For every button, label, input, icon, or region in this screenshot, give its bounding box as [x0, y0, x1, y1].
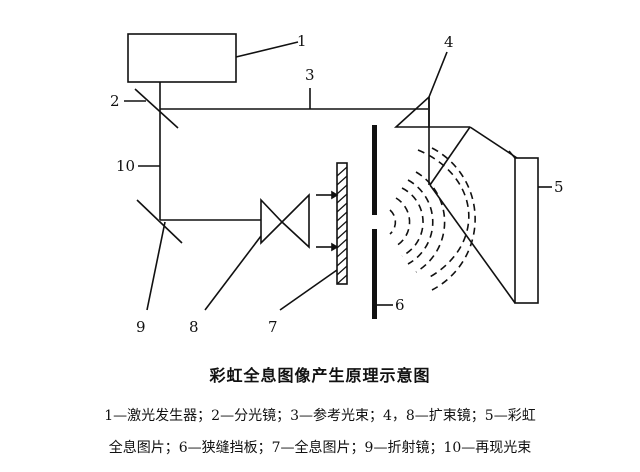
- refracting-mirror: [136, 199, 183, 244]
- slit-plate-lower: [372, 229, 377, 319]
- label-4: 4: [444, 33, 454, 51]
- tick: [508, 150, 516, 159]
- diagram-title: 彩虹全息图像产生原理示意图: [209, 366, 431, 385]
- beam-line: [429, 126, 471, 186]
- leader-8: [204, 235, 262, 311]
- leader-9: [146, 221, 166, 311]
- arrow-icon: [316, 190, 339, 252]
- rainbow-hologram-plate: [514, 157, 539, 304]
- caption-line-1: 1—激光发生器；2—分光镜；3—参考光束；4，8—扩束镜；5—彩虹: [104, 408, 536, 424]
- leader-7: [279, 269, 338, 311]
- caption-line-2: 全息图片；6—狭缝挡板；7—全息图片；9—折射镜；10—再现光束: [108, 440, 532, 456]
- label-1: 1: [297, 32, 307, 50]
- label-5: 5: [554, 178, 564, 196]
- beam-line: [429, 184, 516, 304]
- label-2: 2: [110, 92, 120, 110]
- label-6: 6: [395, 296, 405, 314]
- wavefronts: [389, 147, 476, 291]
- leader-4: [428, 51, 448, 98]
- slit-plate-upper: [372, 125, 377, 215]
- leader-1: [235, 41, 299, 58]
- hologram-plate-7: [336, 162, 348, 285]
- label-3: 3: [305, 66, 315, 84]
- label-8: 8: [189, 318, 199, 336]
- expander-lens-8: [260, 193, 310, 249]
- label-9: 9: [136, 318, 146, 336]
- laser-generator: [127, 33, 237, 83]
- beam-splitter: [134, 88, 179, 129]
- expander-lens-4: [393, 95, 430, 128]
- label-10: 10: [116, 157, 135, 175]
- label-7: 7: [268, 318, 278, 336]
- beam-line: [469, 126, 518, 159]
